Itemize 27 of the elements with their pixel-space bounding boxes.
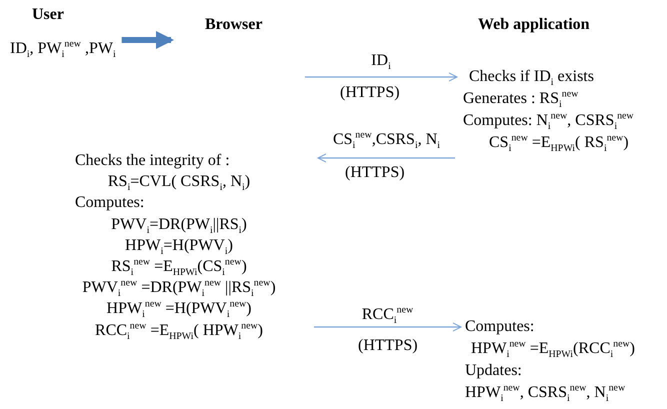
- step-text: Computes:: [74, 193, 146, 214]
- formula-text: RS$_{i}$=CVL( CSRS$_{i}$, N$_{i}$): [106, 172, 252, 192]
- formula-text: HPW$_{i}$=H(PWV$_{i}$): [124, 236, 234, 256]
- protocol-label: (HTTPS): [358, 337, 418, 355]
- column-heading: Browser: [205, 14, 275, 36]
- step-text: Checks if ID$_{i}$ exists: [468, 67, 595, 88]
- formula-text: HPW$_{i}$$^{new}$ =H(PWV$_{i}$$^{new}$): [106, 298, 252, 320]
- formula-text: RCC$_{i}$$^{new}$ =E$_{HPWi}$( HPW$_{i}$$^{new}$): [94, 320, 264, 341]
- arrow: [314, 322, 462, 332]
- protocol-label: (HTTPS): [345, 164, 405, 182]
- step-text: CS$_{i}$$^{new}$ =E$_{HPWi}$( RS$_{i}$$^{new}$): [488, 132, 630, 154]
- arrow: [318, 154, 455, 162]
- step-text: Checks the integrity of :: [74, 151, 231, 171]
- step-text: HPW$_{i}$$^{new}$ =E$_{HPWi}$(RCC$_{i}$$^{new}$): [470, 338, 636, 360]
- edge-label: CS$_{i}$$^{new}$,CSRS$_{i}$, N$_{i}$: [330, 131, 442, 149]
- formula-text: RS$_{i}$$^{new}$ =E$_{HPWi}$(CS$_{i}$$^{new}$): [110, 256, 248, 278]
- arrow: [305, 72, 458, 82]
- formula-text: PWV$_{i}$=DR(PW$_{i}$||RS$_{i}$): [110, 214, 248, 235]
- column-heading: Web application: [478, 16, 590, 34]
- block-arrow: [122, 31, 174, 49]
- step-text: Updates:: [465, 361, 523, 381]
- step-text: Computes:: [465, 317, 536, 337]
- formula-text: PWV$_{i}$$^{new}$ =DR(PW$_{i}$$^{new}$ ||RS$_{i}$$^{new}$): [81, 277, 277, 298]
- protocol-label: (HTTPS): [340, 84, 400, 102]
- column-heading: User: [32, 6, 64, 24]
- edge-label: ID$_{i}$: [369, 52, 393, 70]
- input-text: ID$_{i}$, PW$_{i}$$^{new}$ ,PW$_{i}$: [10, 34, 116, 64]
